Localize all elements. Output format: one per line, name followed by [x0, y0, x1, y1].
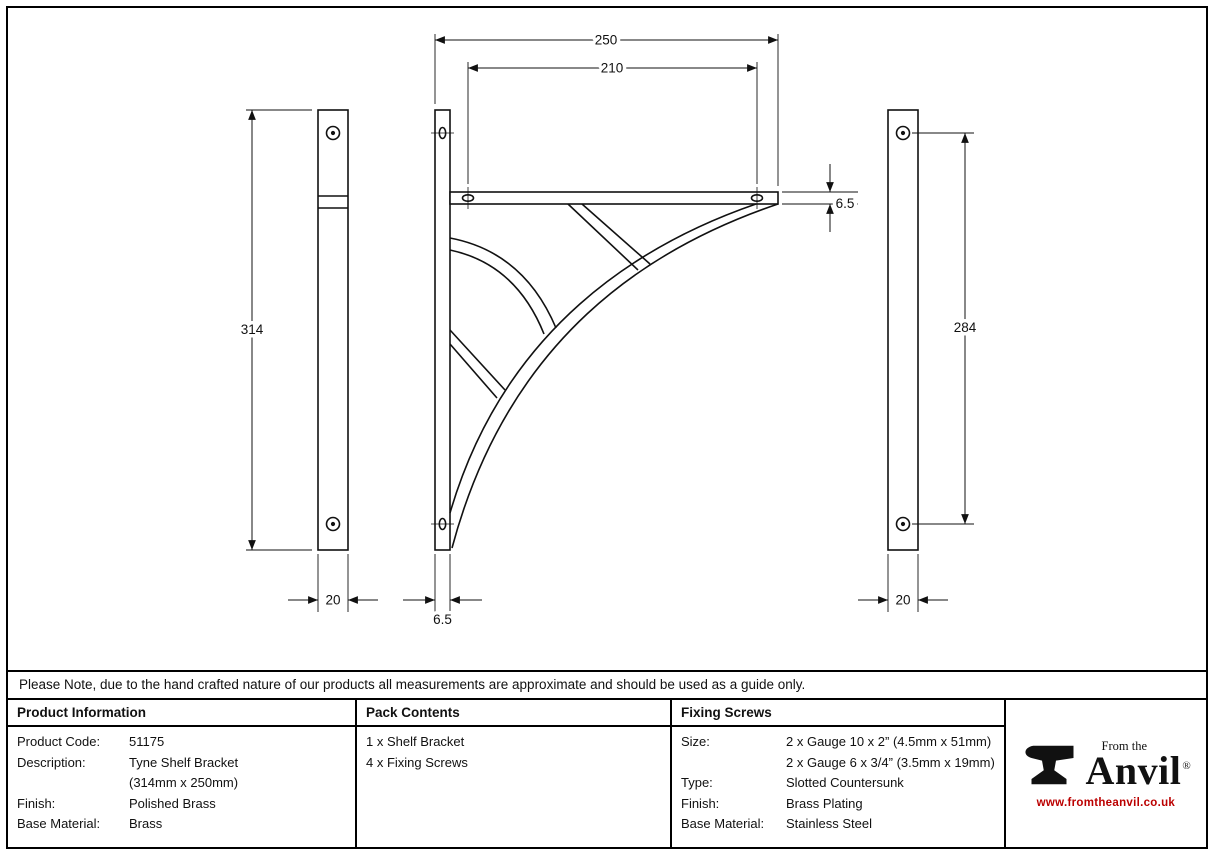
pack-item: 4 x Fixing Screws: [366, 754, 468, 770]
product-code-row: Product Code: 51175: [17, 732, 346, 753]
screw-size-label: Size:: [681, 734, 710, 749]
screw-base-material-value: Stainless Steel: [786, 816, 872, 831]
dim-210-label: 210: [601, 61, 624, 76]
right-side-view: [887, 109, 919, 551]
front-view-plate-thickness-dimension: 6.5: [403, 554, 482, 631]
base-material-value: Brass: [129, 816, 163, 831]
left-view-height-dimension: 314: [237, 109, 312, 551]
pack-item: 1 x Shelf Bracket: [366, 734, 465, 749]
brand-area: From the Anvil® www.fromtheanvil.co.uk: [1006, 700, 1206, 847]
screw-finish-value: Brass Plating: [786, 795, 863, 811]
dim-20-left-label: 20: [325, 593, 340, 608]
screw-finish-label: Finish:: [681, 795, 720, 811]
drawing-area: 314 20: [8, 8, 1206, 670]
screw-base-material-row: Base Material: Stainless Steel: [681, 814, 995, 835]
description-label: Description:: [17, 754, 86, 770]
description-size-value: (314mm x 250mm): [129, 775, 239, 790]
product-information-section: Product Information Product Code: 51175 …: [8, 700, 357, 847]
finish-label: Finish:: [17, 795, 56, 811]
front-view-hole-spacing-dimension: 210: [467, 57, 758, 184]
screw-finish-row: Finish: Brass Plating: [681, 794, 995, 815]
screw-size-value-2: 2 x Gauge 6 x 3/4” (3.5mm x 19mm): [786, 754, 995, 770]
pack-contents-section: Pack Contents 1 x Shelf Bracket 4 x Fixi…: [357, 700, 672, 847]
dim-6-5-plate-label: 6.5: [433, 612, 452, 627]
front-view: [431, 109, 779, 551]
anvil-logo-icon: [1024, 745, 1074, 784]
dim-284-label: 284: [954, 320, 977, 335]
right-view-hole-spacing-dimension: 284: [912, 132, 980, 525]
finish-value: Polished Brass: [129, 795, 216, 811]
description-row: Description: Tyne Shelf Bracket: [17, 753, 346, 774]
screw-type-label: Type:: [681, 775, 713, 790]
registered-mark-icon: ®: [1182, 760, 1192, 773]
measurement-disclaimer-note: Please Note, due to the hand crafted nat…: [8, 670, 1206, 700]
screw-type-row: Type: Slotted Countersunk: [681, 773, 995, 794]
fixing-screws-section: Fixing Screws Size: 2 x Gauge 10 x 2” (4…: [672, 700, 1006, 847]
left-view-width-dimension: 20: [288, 554, 378, 612]
brand-name: Anvil®: [1085, 747, 1192, 793]
spec-table: Product Information Product Code: 51175 …: [8, 700, 1206, 847]
product-code-label: Product Code:: [17, 734, 101, 749]
dim-250-label: 250: [595, 33, 618, 48]
screw-size-value-1: 2 x Gauge 10 x 2” (4.5mm x 51mm): [786, 734, 992, 749]
front-view-depth-dimension: 250: [434, 29, 779, 186]
dim-314-label: 314: [241, 322, 264, 337]
screw-size-row: Size: 2 x Gauge 10 x 2” (4.5mm x 51mm): [681, 732, 995, 753]
base-material-label: Base Material:: [17, 816, 101, 831]
dim-6-5-arm-label: 6.5: [836, 196, 855, 211]
right-view-width-dimension: 20: [858, 554, 948, 612]
left-side-view: [317, 109, 349, 551]
description-size-row: (314mm x 250mm): [17, 773, 346, 794]
screw-base-material-label: Base Material:: [681, 816, 765, 831]
screw-type-value: Slotted Countersunk: [786, 775, 904, 790]
technical-drawing: 314 20: [237, 29, 980, 631]
base-material-row: Base Material: Brass: [17, 814, 346, 835]
fixing-screws-header: Fixing Screws: [672, 700, 1004, 727]
pack-contents-header: Pack Contents: [357, 700, 670, 727]
description-value: Tyne Shelf Bracket: [129, 754, 239, 770]
brand-website: www.fromtheanvil.co.uk: [1036, 796, 1176, 809]
finish-row: Finish: Polished Brass: [17, 794, 346, 815]
screw-size-row-2: 2 x Gauge 6 x 3/4” (3.5mm x 19mm): [681, 753, 995, 774]
front-view-arm-thickness-dimension: 6.5: [782, 164, 858, 232]
dim-20-right-label: 20: [895, 593, 910, 608]
product-code-value: 51175: [129, 734, 165, 749]
brand-tagline: From the: [1101, 738, 1148, 753]
product-information-header: Product Information: [8, 700, 355, 727]
sheet-frame: 314 20: [6, 6, 1208, 849]
